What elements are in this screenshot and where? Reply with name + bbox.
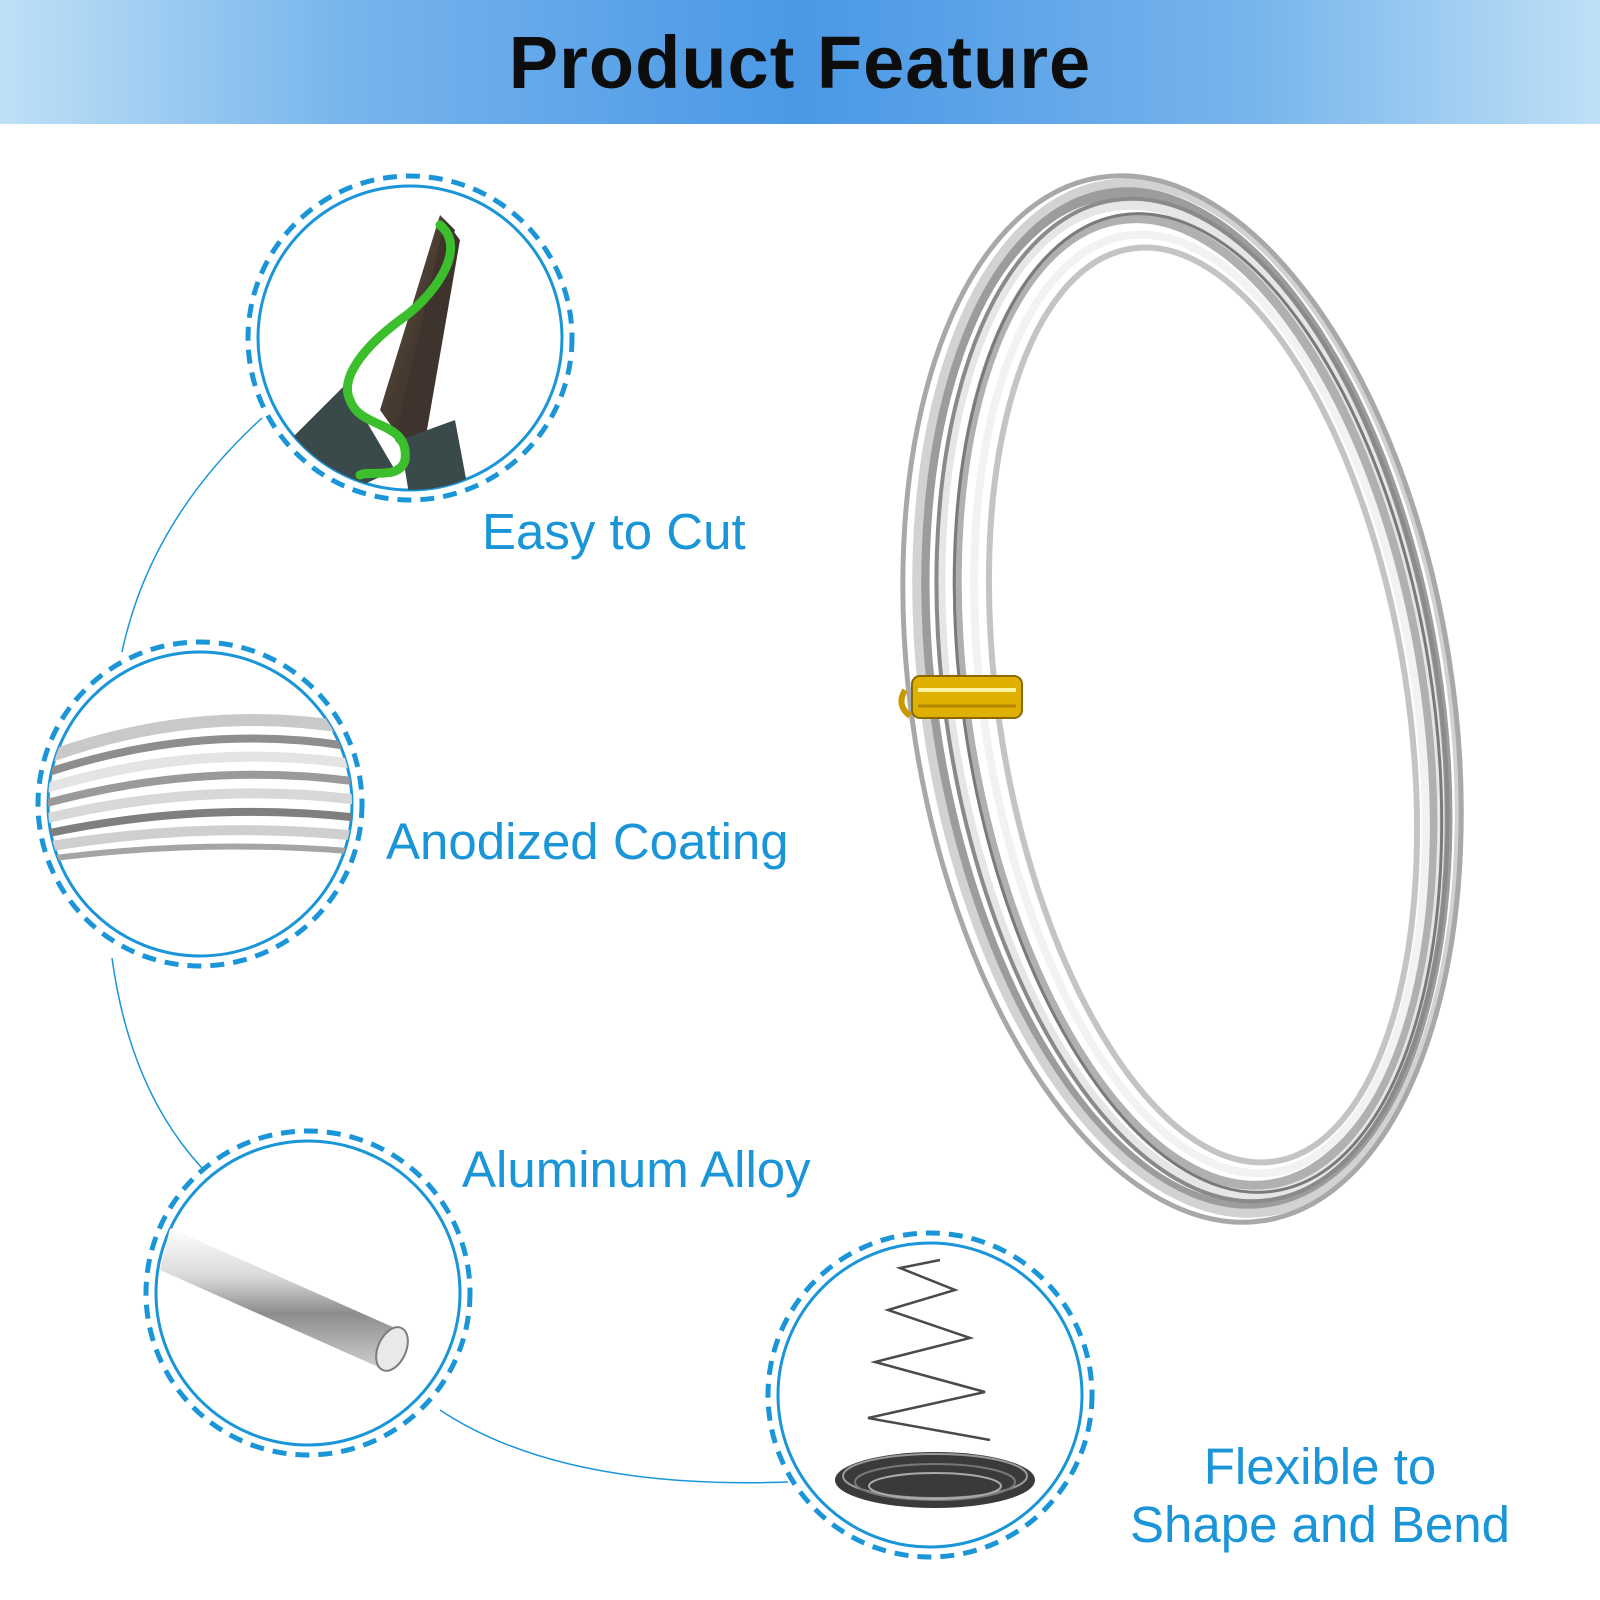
feature-label-flexible-line2: Shape and Bend <box>1129 1496 1510 1553</box>
feature-label-aluminum-alloy: Aluminum Alloy <box>462 1141 811 1198</box>
feature-label-easy-to-cut: Easy to Cut <box>482 503 746 560</box>
wire-coil-closeup-icon <box>35 639 365 969</box>
connector-lines <box>111 417 789 1484</box>
wire-rod-end-icon <box>143 1128 473 1458</box>
feature-label-anodized-coating: Anodized Coating <box>386 813 789 870</box>
spiral-wire-icon <box>765 1230 1095 1560</box>
header-banner: Product Feature <box>0 0 1600 124</box>
wire-coil-main <box>898 173 1464 1225</box>
pliers-cutting-wire-icon <box>245 173 575 503</box>
feature-label-flexible-line1: Flexible to <box>1203 1438 1437 1495</box>
page-title: Product Feature <box>508 20 1092 104</box>
feature-label-flexible: Flexible to Shape and Bend <box>1070 1438 1570 1554</box>
